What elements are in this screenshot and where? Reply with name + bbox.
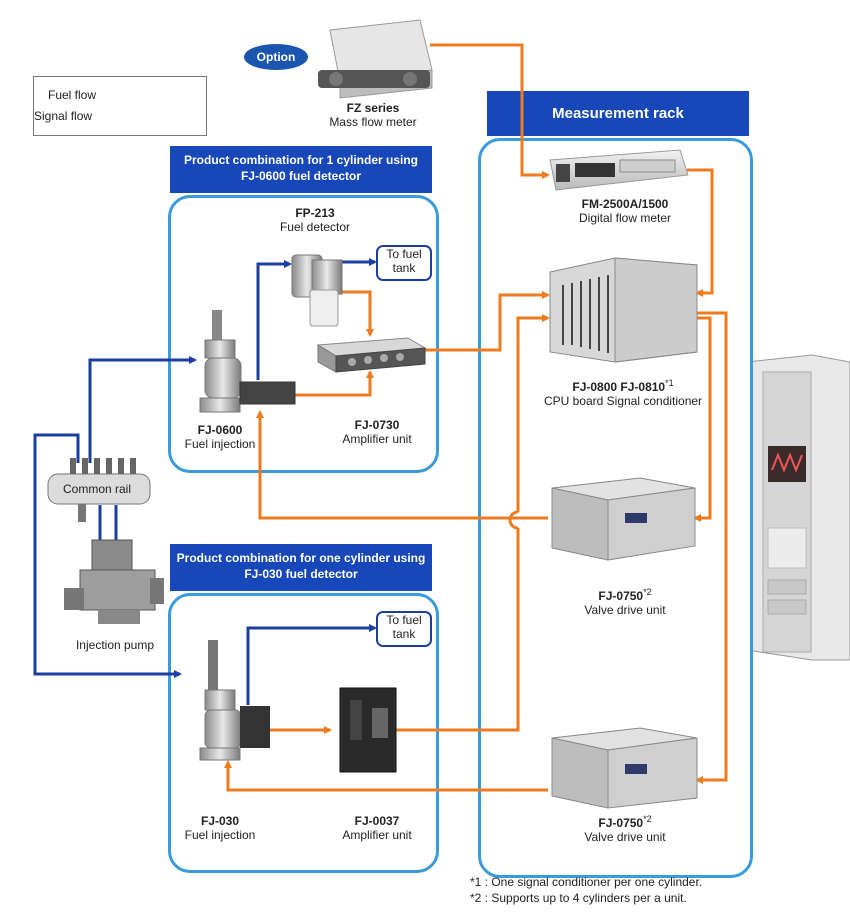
fj0600-desc: Fuel injection bbox=[184, 437, 256, 451]
fp213-model: FP-213 bbox=[295, 206, 335, 220]
fj0800-desc: CPU board Signal conditioner bbox=[543, 394, 703, 408]
fp213-label: FP-213 Fuel detector bbox=[260, 206, 370, 234]
fj0730-model: FJ-0730 bbox=[354, 418, 400, 432]
fj0750b-model: FJ-0750 bbox=[598, 816, 644, 830]
injection-pump-label: Injection pump bbox=[75, 638, 155, 652]
panel2-title: Product combination for one cylinder usi… bbox=[170, 544, 432, 591]
footnotes: *1 : One signal conditioner per one cyli… bbox=[470, 874, 702, 906]
fm2500-label: FM-2500A/1500 Digital flow meter bbox=[555, 197, 695, 225]
fj0600-label: FJ-0600 Fuel injection bbox=[170, 423, 270, 451]
fuel-tank-box-1: To fuel tank bbox=[376, 245, 432, 281]
footnote-1: *1 : One signal conditioner per one cyli… bbox=[470, 875, 703, 889]
fj0600-model: FJ-0600 bbox=[197, 423, 243, 437]
fj0750b-desc: Valve drive unit bbox=[584, 830, 666, 844]
panel2-title-line2: FJ-030 fuel detector bbox=[244, 567, 358, 581]
option-badge-fz: Option bbox=[244, 44, 308, 70]
fuel-tank-box-2: To fuel tank bbox=[376, 611, 432, 647]
injection-pump-image bbox=[64, 539, 164, 624]
fj0800-model: FJ-0800 FJ-0810 bbox=[572, 380, 666, 394]
fj0750b-note: *2 bbox=[643, 814, 652, 824]
measurement-rack-panel bbox=[478, 138, 753, 878]
common-rail-label: Common rail bbox=[63, 482, 132, 496]
legend-fuel-flow: Fuel flow bbox=[48, 88, 97, 102]
footnote-2: *2 : Supports up to 4 cylinders per a un… bbox=[470, 891, 687, 905]
legend-signal-flow: Signal flow bbox=[34, 109, 93, 123]
fj030-label: FJ-030 Fuel injection bbox=[170, 814, 270, 842]
fj0037-label: FJ-0037 Amplifier unit bbox=[322, 814, 432, 842]
fz-model: FZ series bbox=[346, 101, 400, 115]
panel1-title-line1: Product combination for 1 cylinder using bbox=[183, 153, 419, 167]
panel1-title-line2: FJ-0600 fuel detector bbox=[240, 169, 362, 183]
measurement-rack-title: Measurement rack bbox=[487, 91, 749, 136]
fj0750a-model: FJ-0750 bbox=[598, 589, 644, 603]
fm2500-desc: Digital flow meter bbox=[578, 211, 672, 225]
fj030-desc: Fuel injection bbox=[184, 828, 256, 842]
fj0750a-label: FJ-0750*2 Valve drive unit bbox=[560, 585, 690, 617]
fj0750b-label: FJ-0750*2 Valve drive unit bbox=[560, 812, 690, 844]
fz-label: FZ series Mass flow meter bbox=[308, 101, 438, 129]
measurement-rack-cabinet-image bbox=[746, 354, 850, 661]
fm2500-model: FM-2500A/1500 bbox=[581, 197, 669, 211]
legend-box: Fuel flow Signal flow bbox=[33, 76, 207, 136]
fj0750a-note: *2 bbox=[643, 587, 652, 597]
panel1-title: Product combination for 1 cylinder using… bbox=[170, 146, 432, 193]
fj0037-model: FJ-0037 bbox=[354, 814, 400, 828]
panel2-title-line1: Product combination for one cylinder usi… bbox=[176, 551, 426, 565]
fz-mass-flow-meter-image bbox=[318, 19, 433, 99]
fz-desc: Mass flow meter bbox=[329, 115, 417, 129]
fj0750a-desc: Valve drive unit bbox=[584, 603, 666, 617]
fj0037-desc: Amplifier unit bbox=[342, 828, 412, 842]
fp213-desc: Fuel detector bbox=[279, 220, 351, 234]
fj0730-label: FJ-0730 Amplifier unit bbox=[322, 418, 432, 446]
fj030-model: FJ-030 bbox=[200, 814, 240, 828]
fj0800-note: *1 bbox=[665, 378, 674, 388]
fj0730-desc: Amplifier unit bbox=[342, 432, 412, 446]
fj0800-label: FJ-0800 FJ-0810*1 CPU board Signal condi… bbox=[518, 376, 728, 408]
